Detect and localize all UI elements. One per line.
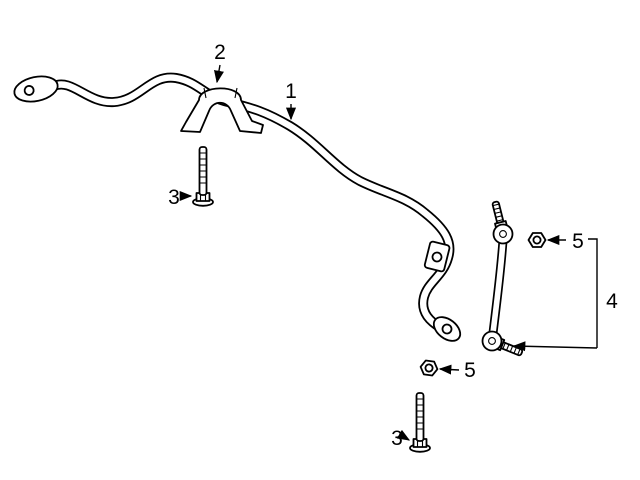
link-top-ball-detail (499, 230, 507, 238)
bushing-rubber-lines (203, 87, 238, 99)
stabilizer-link (481, 200, 524, 357)
callout-3-left-label: 3 (168, 186, 180, 209)
link-top-ball-housing (492, 223, 514, 245)
link-rod-fill (490, 239, 506, 334)
bolt-bottom (409, 392, 431, 453)
callout-3-bottom-leader (396, 429, 411, 441)
callout-4-bracket (588, 238, 598, 348)
bar-mount-tab (423, 240, 451, 273)
bar-end-paddle-body (13, 75, 59, 103)
bar-end-bracket-hole (441, 323, 453, 335)
bushing-bracket (180, 87, 264, 134)
bar-mount-tab-hole (431, 251, 443, 263)
bar-tube-outline (51, 72, 455, 333)
bar-end-paddle (13, 75, 59, 103)
nut-bottom-hole (424, 363, 434, 373)
callout-2-label: 2 (214, 41, 226, 64)
callout-2-leader (214, 64, 224, 84)
link-top-stud-threads (492, 203, 504, 222)
nut-bottom (419, 359, 439, 377)
stabilizer-bar (13, 72, 462, 342)
callout-5-bottom-leader (438, 364, 460, 375)
callout-5-bottom-label: 5 (464, 359, 476, 382)
link-bottom-ball-housing (481, 330, 503, 352)
callout-1-label: 1 (285, 80, 297, 103)
bolt-left-threads (199, 152, 207, 184)
bolt-bottom-threads (416, 398, 424, 430)
callouts: 1 2 3 3 4 5 5 (168, 41, 618, 450)
bar-end-paddle-hole (23, 85, 35, 96)
bar-tube-fill (52, 74, 453, 331)
nut-top (527, 232, 547, 248)
callout-4-label: 4 (606, 290, 618, 313)
callout-3-bottom-label: 3 (391, 427, 403, 450)
bar-end-bracket (432, 316, 462, 342)
nut-top-hole (532, 235, 542, 245)
callout-4-leader (512, 341, 598, 352)
link-bottom-ball-detail (488, 337, 496, 345)
callout-5-top-label: 5 (572, 230, 584, 253)
bolt-left (192, 146, 214, 207)
